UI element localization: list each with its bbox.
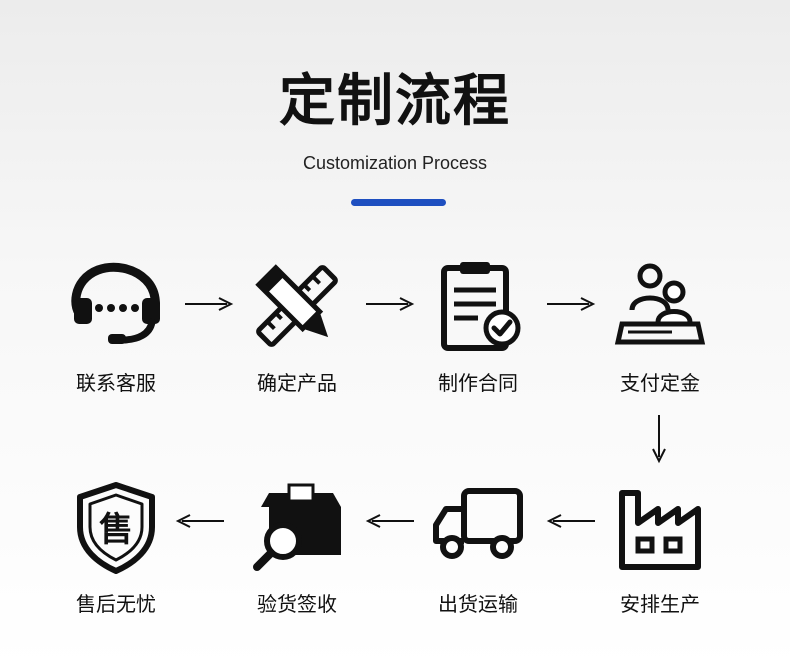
step-ship-transport: 出货运输: [408, 479, 548, 617]
step-label: 安排生产: [620, 592, 700, 616]
factory-icon: [619, 490, 701, 570]
shield-after-sale-icon: 售: [77, 482, 155, 574]
step-label: 售后无忧: [76, 592, 156, 616]
box-inspection-icon: [253, 483, 341, 571]
step-contact-service: 联系客服: [46, 258, 186, 396]
headset-icon: [71, 262, 160, 344]
step-pay-deposit: 支付定金: [590, 258, 730, 396]
step-make-contract: 制作合同: [408, 258, 548, 396]
arrow-right-icon: [185, 297, 234, 311]
step-label: 出货运输: [438, 592, 518, 616]
step-inspect-receive: 验货签收: [227, 479, 367, 617]
contract-clipboard-icon: [441, 262, 521, 351]
arrow-left-icon: [365, 514, 414, 528]
shield-char: 售: [99, 510, 133, 550]
page-subtitle: Customization Process: [302, 153, 488, 173]
page-title: 定制流程: [279, 69, 511, 134]
step-label: 联系客服: [76, 371, 156, 395]
arrow-right-icon: [547, 297, 596, 311]
step-arrange-production: 安排生产: [590, 479, 730, 617]
step-label: 验货签收: [257, 592, 337, 616]
pencil-ruler-icon: [255, 264, 338, 347]
step-after-sales: 售 售后无忧: [46, 479, 186, 617]
people-document-icon: [614, 263, 706, 345]
delivery-truck-icon: [433, 488, 523, 559]
step-label: 确定产品: [257, 371, 337, 395]
step-label: 制作合同: [438, 371, 518, 395]
arrow-right-icon: [366, 297, 415, 311]
step-label: 支付定金: [620, 371, 700, 395]
title-accent-bar: [351, 199, 446, 206]
step-confirm-product: 确定产品: [227, 258, 367, 396]
arrow-down-icon: [652, 415, 666, 464]
arrow-left-icon: [546, 514, 595, 528]
arrow-left-icon: [175, 514, 224, 528]
